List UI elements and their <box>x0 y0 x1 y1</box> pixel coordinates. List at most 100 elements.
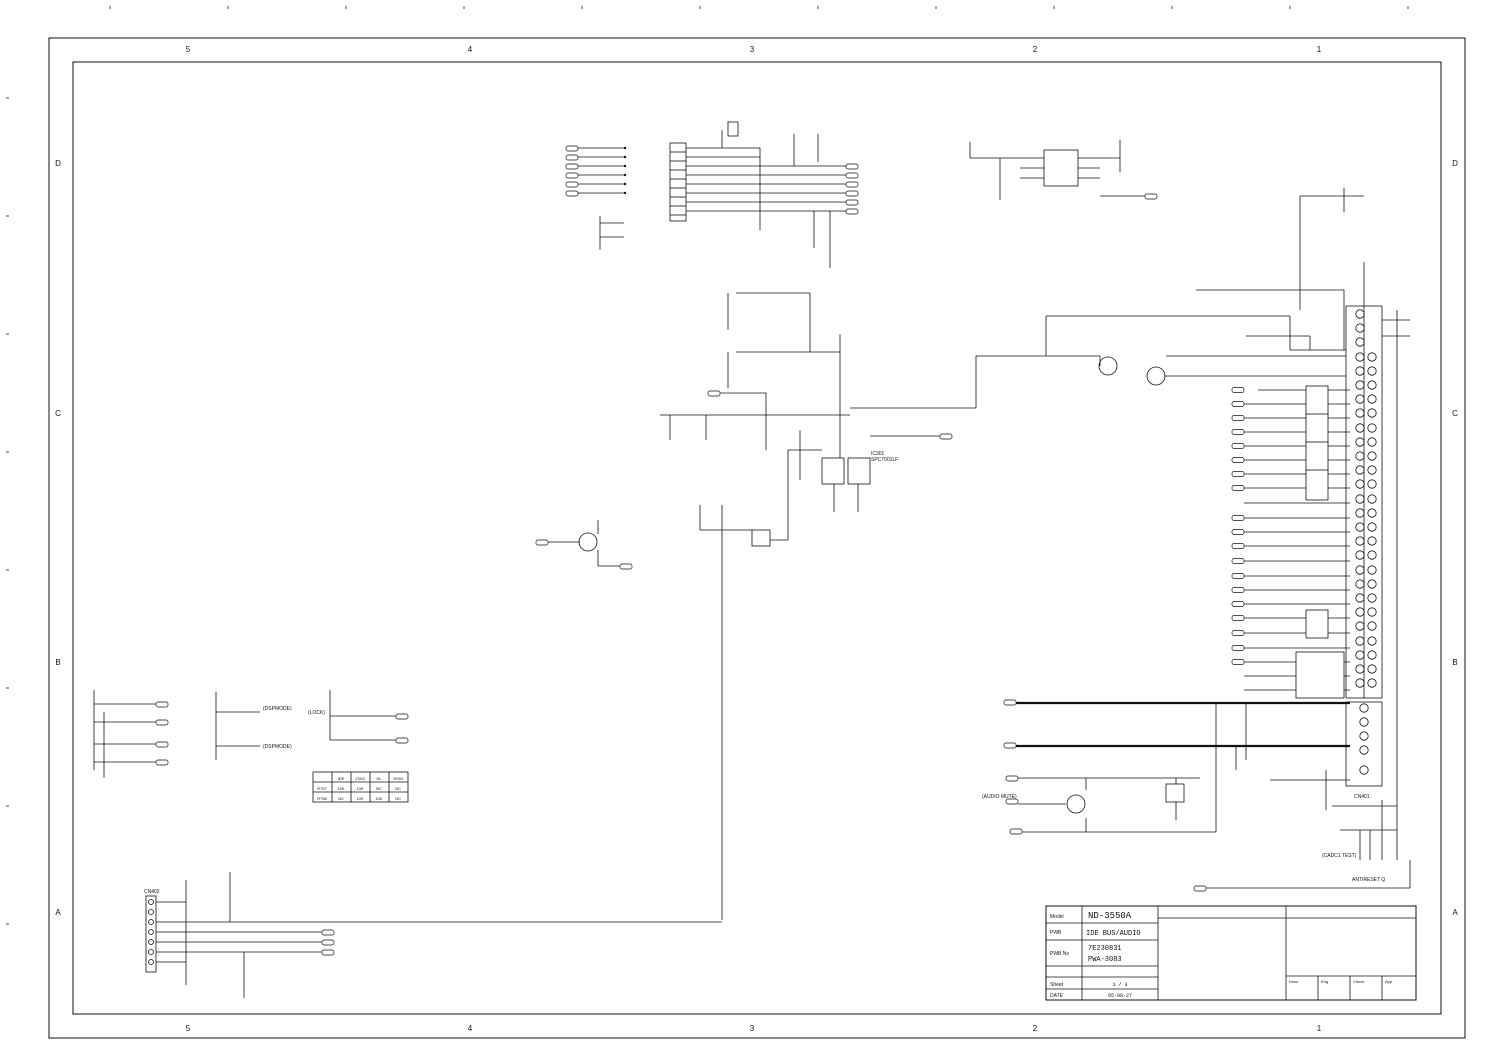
signal-port <box>1231 429 1245 435</box>
cn401-pin <box>1355 366 1365 376</box>
cn401-pin <box>1367 479 1377 489</box>
cn401-pin <box>1367 423 1377 433</box>
cn401-pin <box>1367 565 1377 575</box>
table-cell-r1-c3: 10K <box>375 796 382 801</box>
zone-col-5-bottom: 5 <box>186 1024 191 1033</box>
cn401-pin <box>1355 423 1365 433</box>
cn402-connector <box>145 872 722 998</box>
cn401-pin <box>1367 380 1377 390</box>
signal-port <box>1231 630 1245 636</box>
cn401-pin <box>1355 508 1365 518</box>
table-header-1: IDE <box>338 776 345 781</box>
cn401-pin <box>1355 352 1365 362</box>
sign-drwn: Drwn <box>1289 979 1298 984</box>
cn401-pin <box>1355 451 1365 461</box>
signal-port <box>1231 573 1245 579</box>
zone-col-4-top: 4 <box>468 45 473 54</box>
signal-port <box>1231 645 1245 651</box>
zone-col-2-top: 2 <box>1033 45 1038 54</box>
audio-mute-label: (AUDIO MUTE) <box>982 794 1017 800</box>
dspmode-label-2: (DSPMODE) <box>263 744 292 750</box>
cn402-label: CN402 <box>144 889 160 895</box>
cn401-audio-pin <box>1359 745 1369 755</box>
signal-port <box>1231 558 1245 564</box>
sign-eng: Eng <box>1321 979 1328 984</box>
title-pwb-no-value-2: PWA-3083 <box>1088 956 1122 964</box>
cn401-pin <box>1355 593 1365 603</box>
cn401-pin <box>1355 579 1365 589</box>
cn401-pin <box>1355 380 1365 390</box>
title-date-label: DATE <box>1050 993 1064 999</box>
cn401-pins <box>1355 309 1377 775</box>
transistor-pair-c2 <box>1045 289 1350 386</box>
cn401-pin <box>1355 607 1365 617</box>
cn401-pin <box>1355 394 1365 404</box>
cn401-pin <box>1355 536 1365 546</box>
zone-row-a-right: A <box>1452 908 1458 917</box>
cn401-pin <box>1367 607 1377 617</box>
zone-col-3-bottom: 3 <box>750 1024 755 1033</box>
table-cell-r1-c2: 10K <box>356 796 363 801</box>
cn401-connector <box>1299 188 1410 860</box>
cn401-pin <box>1355 309 1365 319</box>
cn401-pin <box>1367 536 1377 546</box>
resistor-network-b5 <box>93 690 409 778</box>
cn401-pin <box>1355 650 1365 660</box>
table-cell-r0-c4: NC <box>395 786 401 791</box>
signal-port <box>1231 659 1245 665</box>
transistor-q-c3 <box>535 520 633 570</box>
cn401-pin <box>1367 366 1377 376</box>
table-header-4: ROM <box>393 776 402 781</box>
cn401-pin <box>1355 479 1365 489</box>
cn401-pin <box>1367 437 1377 447</box>
left-ticks <box>6 97 9 925</box>
title-date-value: 05-08-27 <box>1108 993 1132 999</box>
signal-port <box>1231 485 1245 491</box>
title-sheet-value: 1 / 3 <box>1112 982 1127 988</box>
cn401-pin <box>1355 465 1365 475</box>
cn401-audio-pin <box>1359 765 1369 775</box>
zone-col-2-bottom: 2 <box>1033 1024 1038 1033</box>
top-ticks <box>109 6 1409 9</box>
cn401-left-pins <box>1231 387 1245 665</box>
cn401-pin <box>1367 408 1377 418</box>
table-cell-r1-c0: R758 <box>317 796 327 801</box>
title-pwb-no-value-1: 7E230831 <box>1088 945 1122 953</box>
zone-row-d-right: D <box>1452 159 1458 168</box>
cn401-pin <box>1355 408 1365 418</box>
cn401-pin <box>1367 522 1377 532</box>
cn401-pin <box>1367 678 1377 688</box>
audio-bus <box>1003 699 1411 892</box>
cn401-pin <box>1355 664 1365 674</box>
cn401-audio-pin <box>1359 717 1369 727</box>
title-block <box>1045 905 1417 1001</box>
signal-port <box>1231 415 1245 421</box>
regulator-ic-d2 <box>969 140 1158 200</box>
table-cell-r1-c4: NC <box>395 796 401 801</box>
signal-port <box>1231 615 1245 621</box>
signal-port <box>1231 587 1245 593</box>
signal-port <box>1231 457 1245 463</box>
test-point-cluster <box>565 145 627 250</box>
zone-row-b-left: B <box>55 658 60 667</box>
cn401-pin <box>1367 451 1377 461</box>
lock-label: (LOCK) <box>308 710 325 716</box>
switch-d404 <box>699 505 771 920</box>
cn401-pin <box>1367 636 1377 646</box>
zone-row-b-right: B <box>1452 658 1457 667</box>
signal-port <box>1231 443 1245 449</box>
cn401-pin <box>1355 550 1365 560</box>
config-table <box>312 771 409 803</box>
dspmode-label-1: (DSPMODE) <box>263 706 292 712</box>
cn401-label: CN401 <box>1354 794 1370 800</box>
cn401-pin <box>1367 664 1377 674</box>
cn401-pin <box>1355 494 1365 504</box>
title-sheet-label: Sheet <box>1050 982 1064 988</box>
cn401-pin <box>1355 337 1365 347</box>
cn401-pin <box>1367 394 1377 404</box>
signal-port <box>1231 471 1245 477</box>
cn401-pin <box>1355 621 1365 631</box>
cn401-pin <box>1355 522 1365 532</box>
signal-port <box>1231 387 1245 393</box>
